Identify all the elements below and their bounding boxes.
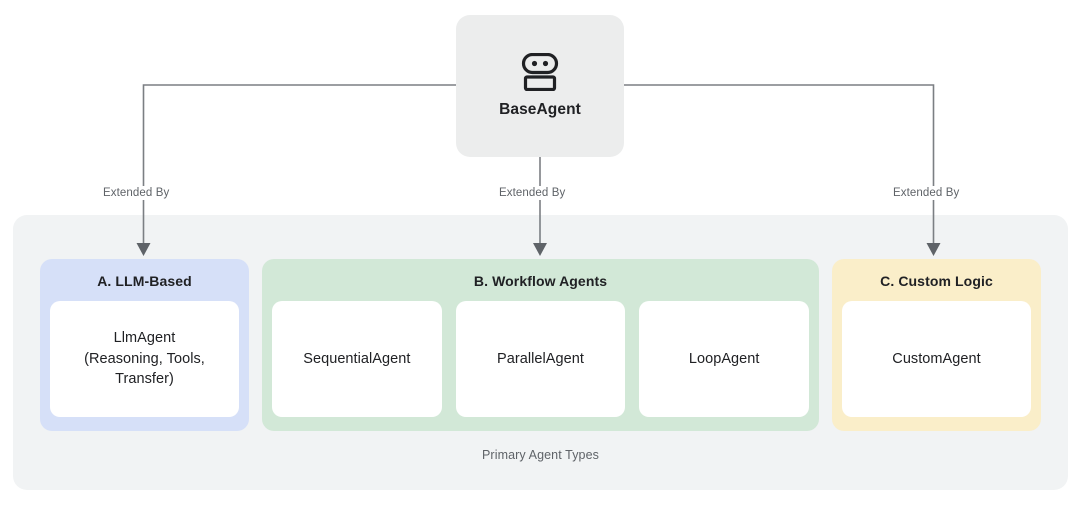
card-line: LlmAgent	[113, 330, 176, 347]
container-caption: Primary Agent Types	[482, 448, 599, 462]
group-llm-based[interactable]: A. LLM-Based LlmAgent (Reasoning, Tools,…	[40, 259, 249, 431]
card-custom-agent[interactable]: CustomAgent	[842, 301, 1031, 417]
base-agent-label: BaseAgent	[499, 101, 581, 118]
group-title-workflow-agents: B. Workflow Agents	[473, 273, 608, 289]
robot-icon	[521, 53, 559, 91]
group-title-custom-logic: C. Custom Logic	[880, 273, 993, 289]
card-line: (Reasoning, Tools,	[84, 350, 205, 367]
card-parallel-agent[interactable]: ParallelAgent	[455, 301, 626, 417]
base-agent-node[interactable]: BaseAgent	[456, 15, 624, 157]
agent-groups-row: A. LLM-Based LlmAgent (Reasoning, Tools,…	[40, 259, 1041, 431]
edge-label-right: Extended By	[888, 186, 965, 200]
card-llm-agent[interactable]: LlmAgent (Reasoning, Tools, Transfer)	[50, 301, 239, 417]
group-custom-logic[interactable]: C. Custom Logic CustomAgent	[832, 259, 1041, 431]
card-sequential-agent[interactable]: SequentialAgent	[272, 301, 442, 417]
group-cards-workflow-agents: SequentialAgent ParallelAgent LoopAgent	[262, 301, 819, 431]
group-workflow-agents[interactable]: B. Workflow Agents SequentialAgent Paral…	[262, 259, 819, 431]
edge-label-middle: Extended By	[494, 186, 571, 200]
card-loop-agent[interactable]: LoopAgent	[639, 301, 810, 417]
edge-label-left: Extended By	[98, 186, 175, 200]
group-cards-llm-based: LlmAgent (Reasoning, Tools, Transfer)	[40, 301, 249, 431]
group-title-llm-based: A. LLM-Based	[97, 273, 192, 289]
group-cards-custom-logic: CustomAgent	[832, 301, 1041, 431]
card-llm-agent-text: LlmAgent (Reasoning, Tools, Transfer)	[84, 328, 205, 390]
card-line: Transfer)	[115, 371, 174, 388]
